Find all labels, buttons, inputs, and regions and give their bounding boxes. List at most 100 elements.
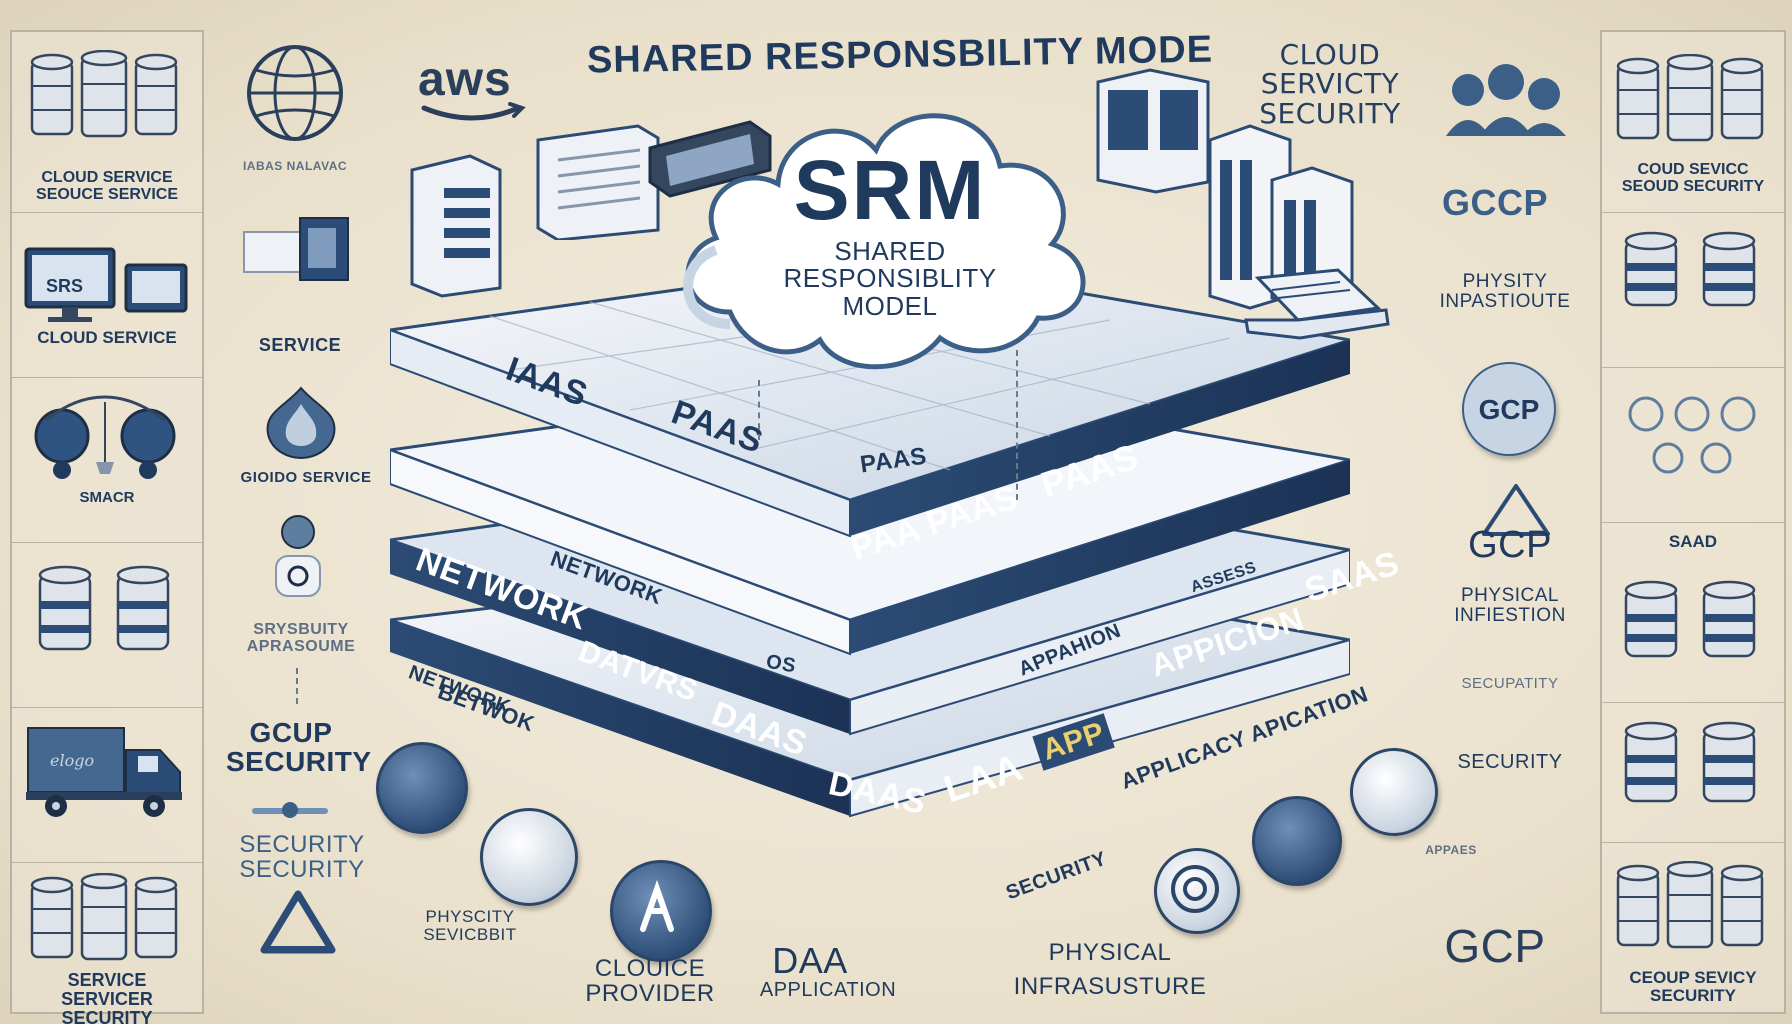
cloud-subtitle-line-2: RESPONSIBLITY — [783, 263, 997, 294]
server-rack-icon — [1208, 124, 1354, 310]
right-cell-4-caption: SAAD — [1668, 532, 1718, 551]
right-cell-1: COUD SEVICC SEOUD SECURITY — [1602, 32, 1784, 202]
monitor-screen-text: SRS — [46, 276, 84, 296]
warning-icon — [1482, 484, 1550, 536]
right-cell-4: SAAD — [1602, 522, 1784, 563]
right-cell-5 — [1602, 562, 1784, 702]
shield-icon — [266, 386, 336, 460]
server-icon — [243, 217, 349, 281]
left-cell-3: SMACR — [12, 377, 202, 528]
shield-icon — [34, 395, 176, 479]
right-column-panel: COUD SEVICC SEOUD SECURITY SAAD — [1600, 30, 1786, 1014]
database-icon — [1616, 861, 1764, 949]
left-cell-3-caption: SMACR — [79, 489, 135, 506]
aws-logo: aws — [418, 56, 538, 126]
left-cell-2: SRS CLOUD SERVICE — [12, 212, 202, 363]
bottom-label-application: APPLICATION — [759, 979, 897, 1001]
inner-right-caption-9: GCP — [1444, 920, 1546, 972]
laptop-icon — [1244, 268, 1390, 340]
inner-left-caption-2: SERVICE — [258, 335, 342, 355]
database-icon — [38, 565, 170, 651]
warning-icon — [260, 890, 336, 954]
cloud-subtitle-line-1: SHARED — [834, 236, 946, 266]
inner-right-caption-7: SECURITY — [1457, 751, 1563, 773]
server-rack-icon — [1096, 68, 1210, 194]
database-icon — [1624, 231, 1756, 307]
inner-right-caption-5: PHYSICAL INFIESTION — [1454, 585, 1566, 626]
right-cell-6 — [1602, 702, 1784, 843]
bottom-label-physical: PHYSICAL — [1048, 939, 1172, 966]
cloud-title: SRM — [793, 143, 987, 237]
inner-right-caption-6: SECUPATITY — [1461, 675, 1559, 692]
left-cell-1: CLOUD SERVICE SEOUCE SERVICE — [12, 32, 202, 203]
server-icon — [648, 120, 772, 198]
people-icon — [1446, 64, 1566, 136]
database-icon — [30, 50, 178, 138]
left-cell-2-caption: CLOUD SERVICE — [37, 328, 177, 347]
layer-1 — [390, 260, 1350, 538]
globe-icon — [247, 45, 343, 141]
inner-right-caption-1: GCCP — [1441, 182, 1548, 223]
database-icon — [1616, 54, 1764, 142]
left-cell-6-caption: SERVICE SERVICER SECURITY — [61, 970, 153, 1024]
right-cell-2 — [1602, 212, 1784, 343]
cloud-connector-right — [1016, 350, 1018, 500]
truck-icon: elogo — [26, 727, 182, 817]
bottom-label-cloud-provider: CLOUICE PROVIDER — [585, 955, 715, 1008]
database-icon — [1624, 721, 1756, 803]
lambda-icon — [640, 879, 674, 932]
inner-left-caption-1: IABAS NALAVAC — [242, 159, 348, 173]
floating-button-1[interactable] — [376, 742, 468, 834]
cloud-shape — [683, 113, 1086, 370]
database-icon — [30, 873, 178, 961]
heading-line-2: SERVICTY — [1260, 67, 1400, 101]
floating-button-3[interactable] — [610, 860, 712, 962]
monitor-icon — [24, 247, 188, 322]
slider-marker-icon — [252, 802, 328, 818]
floating-button-2[interactable] — [480, 808, 578, 906]
left-column-panel: CLOUD SERVICE SEOUCE SERVICE SRS CLOUD S… — [10, 30, 204, 1024]
cloud-subtitle-line-3: MODEL — [842, 290, 938, 321]
bottom-label-daa: DAA — [772, 940, 848, 981]
server-icon — [410, 154, 502, 298]
inner-right-caption-8: APPAES — [1425, 843, 1477, 857]
inner-left-caption-6: SECURITY SECURITY — [239, 831, 365, 884]
gcp-badge-label: GCP — [1478, 394, 1540, 425]
cloud-security-heading: CLOUD SERVICTY SECURITY — [1255, 38, 1405, 130]
cloud-subtitle: SHARED RESPONSIBLITY MODEL — [760, 236, 1020, 321]
floating-button-5[interactable] — [1252, 796, 1342, 886]
right-cell-3 — [1602, 367, 1784, 518]
floating-button-4[interactable] — [1154, 848, 1240, 934]
floating-button-6[interactable] — [1350, 748, 1438, 836]
monitor-icon — [536, 124, 660, 240]
layer4-label-security: SECURITY — [1003, 847, 1110, 905]
left-cell-4 — [12, 542, 202, 693]
inner-left-caption-3: GIOIDO SERVICE — [240, 469, 372, 486]
inner-right-caption-4: GCP — [1468, 524, 1552, 566]
aws-logo-text: aws — [418, 53, 512, 106]
target-icon — [1171, 865, 1219, 913]
gcp-badge[interactable]: GCP — [1462, 362, 1556, 456]
lock-icon — [275, 515, 321, 597]
left-cell-6: SERVICE SERVICER SECURITY — [12, 862, 202, 1024]
layer-stack — [390, 260, 1350, 818]
aws-smile-icon — [421, 102, 526, 121]
right-cell-7: CEOUP SEVICY SECURITY — [1602, 842, 1784, 1013]
left-cell-1-caption: CLOUD SERVICE SEOUCE SERVICE — [36, 169, 178, 203]
bottom-label-physcity: PHYSCITY SEVICBBIT — [423, 907, 517, 944]
right-cell-1-caption: COUD SEVICC SEOUD SECURITY — [1621, 161, 1765, 195]
heading-line-1: CLOUD — [1279, 38, 1381, 71]
inner-left-caption-5: GCUP SECURITY — [226, 717, 372, 778]
left-cell-5: elogo — [12, 707, 202, 848]
database-icon — [1624, 580, 1756, 658]
connector-line — [296, 668, 298, 704]
cloud-connector-left — [758, 380, 760, 440]
inner-left-caption-4: SRYSBUITY APRASOUME — [246, 621, 356, 655]
inner-right-caption-2: PHYSITY INPASTIOUTE — [1439, 271, 1571, 312]
bottom-label-infra: INFRASUSTURE — [1013, 973, 1207, 1000]
right-cell-7-caption: CEOUP SEVICY SECURITY — [1629, 968, 1757, 1005]
svg-text:elogo: elogo — [50, 751, 94, 770]
shield-icon — [1628, 396, 1756, 474]
heading-line-3: SECURITY — [1259, 96, 1401, 130]
